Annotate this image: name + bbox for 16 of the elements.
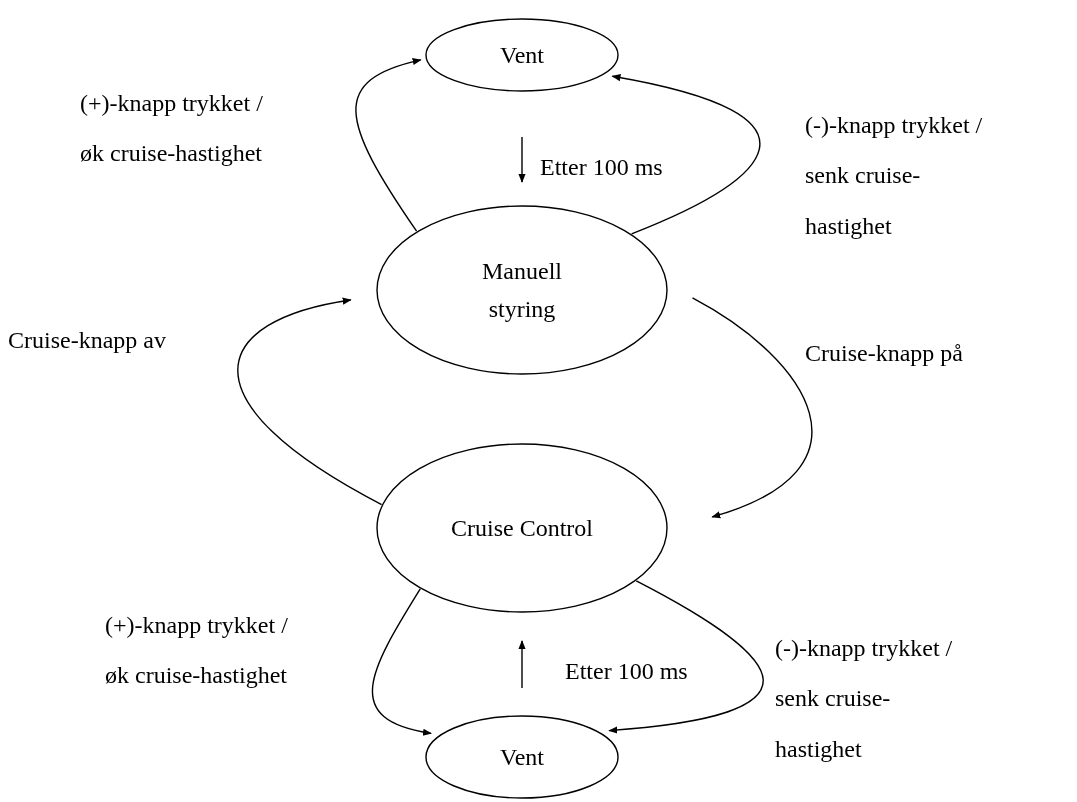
state-name: Vent <box>499 40 545 70</box>
state-name: Vent <box>499 742 545 772</box>
state-name: Manuell styring <box>481 256 563 324</box>
arrow <box>611 74 760 235</box>
arrow <box>518 640 526 689</box>
arrow <box>518 136 526 183</box>
state-ellipse <box>376 443 668 613</box>
arrow <box>237 297 383 506</box>
arrow <box>691 297 813 518</box>
arrow <box>371 588 432 736</box>
arrow <box>355 58 422 232</box>
state-name: Cruise Control <box>450 513 594 543</box>
arrow <box>608 580 764 734</box>
state-ellipse <box>425 18 619 92</box>
state-ellipse <box>425 715 619 799</box>
state-ellipse <box>376 205 668 375</box>
